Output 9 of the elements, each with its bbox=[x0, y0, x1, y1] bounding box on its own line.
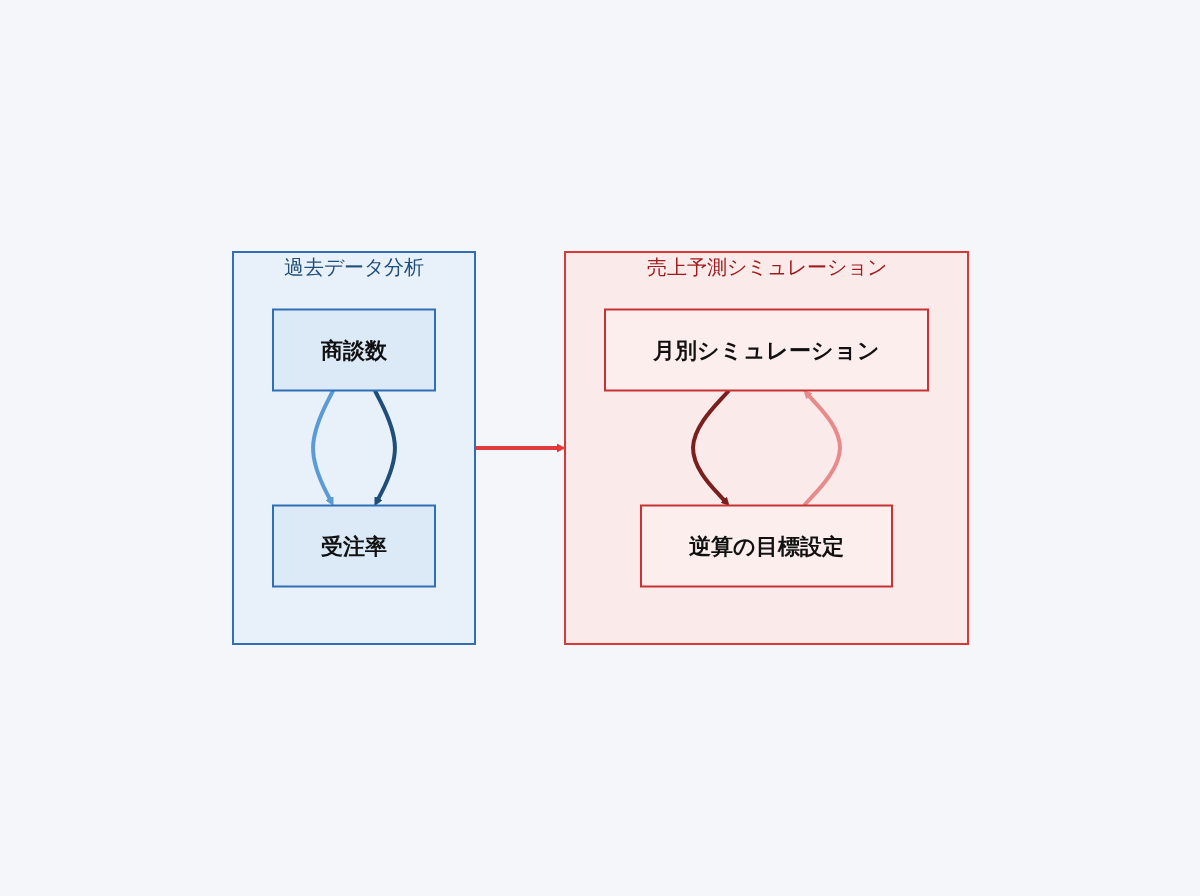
node-box: 商談数 bbox=[271, 308, 436, 392]
node-box: 月別シミュレーション bbox=[603, 308, 929, 392]
node-box: 受注率 bbox=[271, 504, 436, 588]
node-box: 逆算の目標設定 bbox=[639, 504, 893, 588]
arrow bbox=[802, 390, 842, 507]
arrow bbox=[690, 389, 730, 506]
arrow bbox=[372, 389, 397, 506]
arrow bbox=[310, 389, 335, 506]
arrow bbox=[474, 443, 565, 453]
